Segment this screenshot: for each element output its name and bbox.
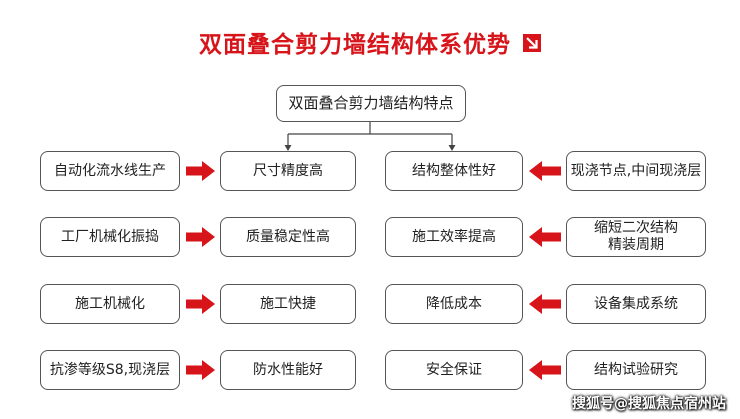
right-advantage-3: 降低成本 <box>385 284 523 324</box>
right-cause-2: 缩短二次结构 精装周期 <box>566 217 706 257</box>
title-text: 双面叠合剪力墙结构体系优势 <box>199 32 511 58</box>
red-arrow-left-2 <box>529 227 561 247</box>
right-advantage-2: 施工效率提高 <box>385 217 523 257</box>
advantage-label: 施工快捷 <box>260 295 316 312</box>
left-cause-1: 自动化流水线生产 <box>40 151 180 191</box>
right-cause-label: 设备集成系统 <box>594 295 678 312</box>
red-arrow-left-3 <box>529 294 561 314</box>
red-arrow-left-1 <box>529 161 561 181</box>
red-arrow-right-3 <box>186 294 215 314</box>
advantage-label: 安全保证 <box>426 361 482 378</box>
red-arrow-right-4 <box>186 360 215 380</box>
arrow-down-right-icon <box>523 34 541 52</box>
right-advantage-1: 结构整体性好 <box>385 151 523 191</box>
diagram-title: 双面叠合剪力墙结构体系优势 <box>0 26 740 58</box>
advantage-label: 防水性能好 <box>253 361 323 378</box>
root-label: 双面叠合剪力墙结构特点 <box>288 94 454 112</box>
red-arrow-left-4 <box>529 360 561 380</box>
right-advantage-4: 安全保证 <box>385 350 523 390</box>
advantage-label: 施工效率提高 <box>412 228 496 245</box>
left-cause-4: 抗渗等级S8,现浇层 <box>40 350 180 390</box>
watermark: 搜狐号@搜狐焦点宿州站 <box>572 396 726 412</box>
right-cause-4: 结构试验研究 <box>566 350 706 390</box>
left-cause-label: 工厂机械化振捣 <box>61 228 159 245</box>
right-cause-label-line1: 缩短二次结构 <box>594 220 678 236</box>
advantage-label: 尺寸精度高 <box>253 162 323 179</box>
left-advantage-3: 施工快捷 <box>220 284 356 324</box>
red-arrow-right-1 <box>186 161 215 181</box>
left-advantage-4: 防水性能好 <box>220 350 356 390</box>
left-cause-2: 工厂机械化振捣 <box>40 217 180 257</box>
right-cause-label-line2: 精装周期 <box>608 237 664 253</box>
left-cause-label: 自动化流水线生产 <box>54 162 166 179</box>
right-cause-1: 现浇节点,中间现浇层 <box>566 151 706 191</box>
advantage-label: 质量稳定性高 <box>246 228 330 245</box>
root-node: 双面叠合剪力墙结构特点 <box>276 85 466 122</box>
left-cause-label: 施工机械化 <box>75 295 145 312</box>
red-arrow-right-2 <box>186 227 215 247</box>
left-advantage-1: 尺寸精度高 <box>220 151 356 191</box>
right-cause-label: 现浇节点,中间现浇层 <box>570 162 702 179</box>
right-cause-3: 设备集成系统 <box>566 284 706 324</box>
advantage-label: 降低成本 <box>426 295 482 312</box>
left-cause-3: 施工机械化 <box>40 284 180 324</box>
right-cause-label: 结构试验研究 <box>594 361 678 378</box>
advantage-label: 结构整体性好 <box>412 162 496 179</box>
left-advantage-2: 质量稳定性高 <box>220 217 356 257</box>
left-cause-label: 抗渗等级S8,现浇层 <box>49 361 171 378</box>
